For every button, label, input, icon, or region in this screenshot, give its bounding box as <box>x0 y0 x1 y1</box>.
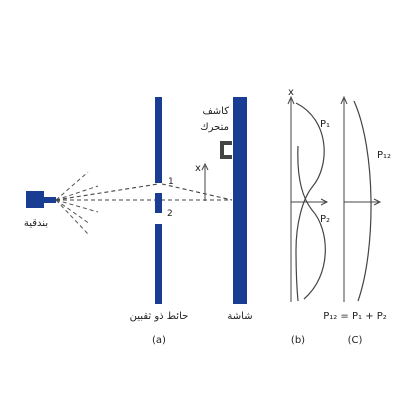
p1-curve <box>295 102 325 302</box>
p2-curve <box>297 145 326 300</box>
formula-label: P₁₂ = P₁ + P₂ <box>323 311 387 322</box>
detector-icon <box>220 141 224 159</box>
gun-label: بندقية <box>24 218 48 229</box>
detector-arm-top <box>220 141 232 145</box>
detector-arm-bottom <box>220 155 232 159</box>
detector-label-line2: متحرك <box>200 122 229 133</box>
hole-2-label: 2 <box>167 209 173 219</box>
p1-label: P₁ <box>320 119 330 130</box>
p12-label: P₁₂ <box>377 150 391 161</box>
p12-curve <box>353 100 372 302</box>
screen-label: شاشة <box>227 311 252 322</box>
panel-b-x-label: x <box>288 87 294 98</box>
panel-c-axes <box>340 95 382 302</box>
wall-segment-bottom <box>155 224 162 304</box>
gun-barrel <box>44 197 56 203</box>
panel-b-axes <box>287 95 329 302</box>
hole-1-label: 1 <box>168 177 174 187</box>
wall-label: حائط ذو ثقبين <box>130 311 189 322</box>
detector-label-line1: كاشف <box>202 106 229 117</box>
p2-label: P₂ <box>320 214 330 225</box>
wall-segment-top <box>155 97 162 183</box>
x-axis-arrow <box>201 162 209 201</box>
spray-lines <box>55 171 99 235</box>
wall-segment-middle <box>155 193 162 213</box>
gun-body <box>26 191 44 208</box>
panel-c-caption: (C) <box>348 335 363 346</box>
x-axis-label: x <box>195 163 201 174</box>
screen-bar <box>233 97 247 304</box>
panel-a-caption: (a) <box>152 335 166 346</box>
trajectory-lines <box>55 183 233 201</box>
panel-b-caption: (b) <box>291 335 305 346</box>
